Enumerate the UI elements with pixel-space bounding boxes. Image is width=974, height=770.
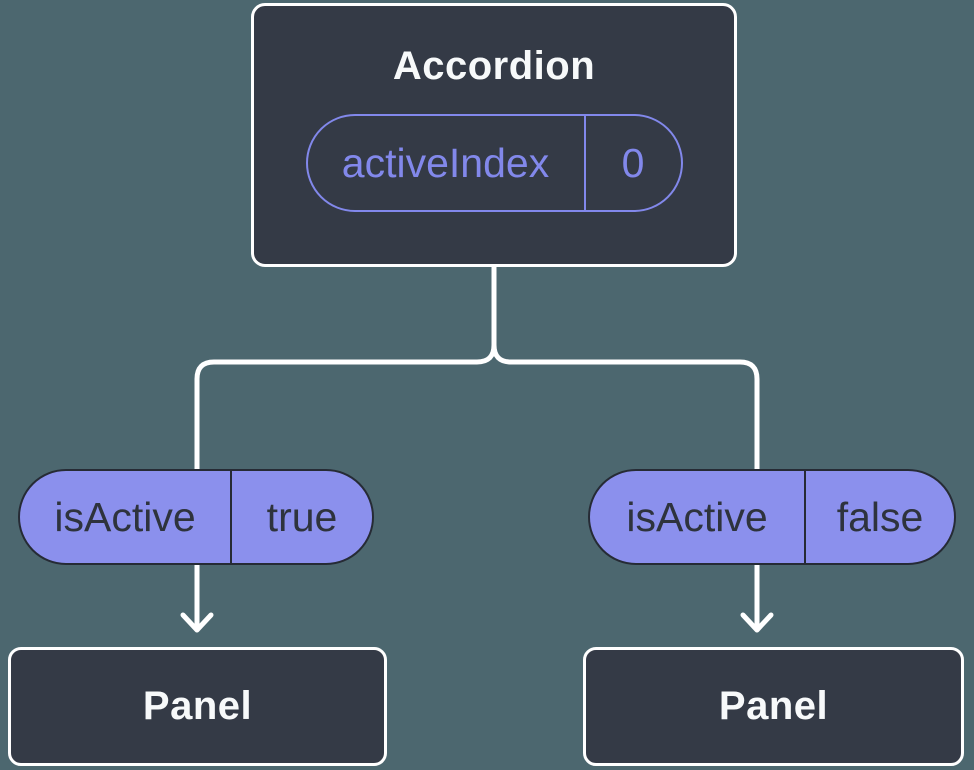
prop-pill-isactive-false: isActive false (588, 469, 956, 565)
accordion-node: Accordion activeIndex 0 (251, 3, 737, 267)
state-pill: activeIndex 0 (305, 114, 683, 212)
prop-pill-isactive-true: isActive true (18, 469, 374, 565)
panel-title: Panel (142, 684, 253, 728)
prop-pill-label: isActive (626, 493, 768, 540)
arrow-head-right (740, 612, 774, 633)
state-pill-value: 0 (583, 116, 681, 210)
prop-pill-value: false (804, 471, 954, 563)
arrow-head-left (180, 612, 214, 633)
branch-connector-left (194, 260, 497, 475)
prop-pill-value: true (230, 471, 372, 563)
branch-connector-right (491, 342, 760, 475)
accordion-title: Accordion (392, 44, 596, 88)
panel-title: Panel (718, 684, 829, 728)
state-pill-label: activeIndex (341, 139, 550, 186)
panel-node-right: Panel (583, 647, 964, 766)
prop-pill-label: isActive (54, 493, 196, 540)
panel-node-left: Panel (8, 647, 387, 766)
